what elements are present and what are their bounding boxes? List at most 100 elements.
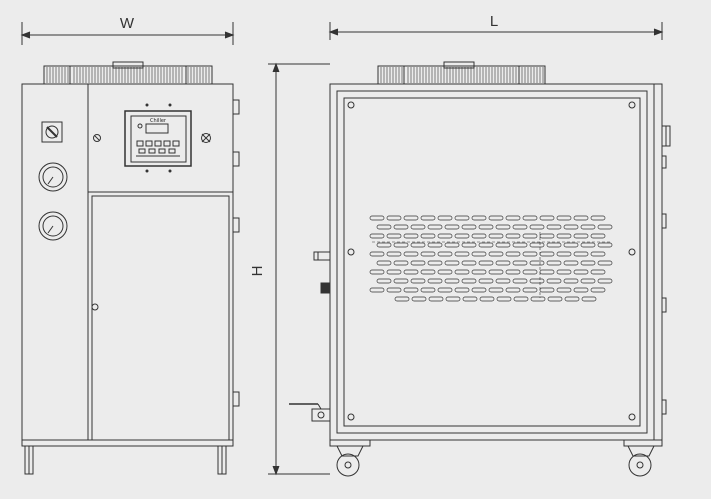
vent-slot <box>444 260 460 266</box>
panel-screw <box>93 134 101 142</box>
vent-slot <box>539 269 555 275</box>
vent-slot <box>573 251 589 257</box>
controller-key <box>163 140 171 147</box>
vent-slot <box>478 260 494 266</box>
vent-slot <box>478 242 494 248</box>
vent-slot <box>505 215 521 221</box>
vent-slot <box>563 242 579 248</box>
front-fan-grille <box>43 61 213 85</box>
vent-slot <box>437 215 453 221</box>
vent-slot <box>394 296 410 302</box>
vent-slot <box>471 251 487 257</box>
vent-slot <box>495 278 511 284</box>
vent-slot <box>369 269 385 275</box>
vent-slot <box>420 287 436 293</box>
vent-slot <box>369 215 385 221</box>
vent-slot <box>403 287 419 293</box>
vent-slot <box>369 251 385 257</box>
height-dimension: H <box>249 62 330 476</box>
vent-slot <box>461 260 477 266</box>
front-legs <box>24 445 227 475</box>
vent-slot <box>573 287 589 293</box>
vent-slot <box>556 287 572 293</box>
vent-slot <box>376 278 392 284</box>
vent-slot <box>505 251 521 257</box>
vent-slot <box>590 233 606 239</box>
pressure-gauge-1 <box>38 162 68 192</box>
vent-slot <box>488 251 504 257</box>
controller-key <box>145 140 153 147</box>
length-label: L <box>490 13 498 30</box>
side-view: L <box>289 13 671 477</box>
vent-slot <box>454 233 470 239</box>
vent-slot <box>590 269 606 275</box>
vent-slot <box>437 269 453 275</box>
pressure-gauge-2 <box>38 211 68 241</box>
length-dimension: L <box>328 13 664 40</box>
vent-slot <box>393 224 409 230</box>
vent-slot <box>393 242 409 248</box>
vent-slot <box>546 224 562 230</box>
vent-slot <box>512 260 528 266</box>
controller-brand: Chiller <box>150 118 167 124</box>
vent-slot <box>444 278 460 284</box>
vent-slot <box>386 215 402 221</box>
vent-slot <box>590 251 606 257</box>
vent-slot <box>461 242 477 248</box>
vent-slot <box>437 251 453 257</box>
height-label: H <box>249 266 266 277</box>
vent-slot <box>529 224 545 230</box>
vent-slot <box>488 287 504 293</box>
vent-slot <box>437 287 453 293</box>
vent-slot <box>539 233 555 239</box>
vent-slot <box>411 296 427 302</box>
vent-slot <box>437 233 453 239</box>
vent-slot <box>597 224 613 230</box>
vent-slot <box>564 296 580 302</box>
vent-slot <box>529 260 545 266</box>
vent-slot <box>420 215 436 221</box>
vent-slot <box>573 269 589 275</box>
vent-slot <box>513 296 529 302</box>
vent-slot <box>410 242 426 248</box>
vent-slot <box>597 242 613 248</box>
vent-slot <box>581 296 597 302</box>
vent-slot <box>573 215 589 221</box>
width-dimension: W <box>20 15 235 45</box>
vent-slot <box>454 287 470 293</box>
vent-slot <box>547 296 563 302</box>
vent-slot <box>529 242 545 248</box>
vent-slot <box>471 269 487 275</box>
vent-slot <box>478 278 494 284</box>
level-gauge <box>320 282 330 294</box>
vent-slot <box>461 224 477 230</box>
width-label: W <box>120 15 135 32</box>
vent-slot <box>376 242 392 248</box>
vent-slot <box>522 287 538 293</box>
vent-slot <box>420 269 436 275</box>
vent-slot <box>512 224 528 230</box>
vent-slot <box>505 287 521 293</box>
vent-slot <box>556 233 572 239</box>
front-access-door <box>91 195 230 441</box>
vent-slot <box>590 215 606 221</box>
vent-slot <box>488 269 504 275</box>
vent-slot <box>403 251 419 257</box>
vent-slot <box>376 224 392 230</box>
condenser-panel <box>343 97 641 427</box>
side-fan-grille <box>377 61 546 85</box>
vent-slot <box>512 242 528 248</box>
vent-slot <box>427 242 443 248</box>
vent-slot <box>393 260 409 266</box>
vent-slot <box>479 296 495 302</box>
vent-slot <box>505 233 521 239</box>
vent-slot <box>428 296 444 302</box>
door-lock <box>91 303 99 311</box>
vent-slot <box>393 278 409 284</box>
vent-slot <box>427 278 443 284</box>
side-caster-left <box>329 439 371 477</box>
vent-slot <box>563 224 579 230</box>
vent-slot <box>410 224 426 230</box>
vent-slot <box>573 233 589 239</box>
